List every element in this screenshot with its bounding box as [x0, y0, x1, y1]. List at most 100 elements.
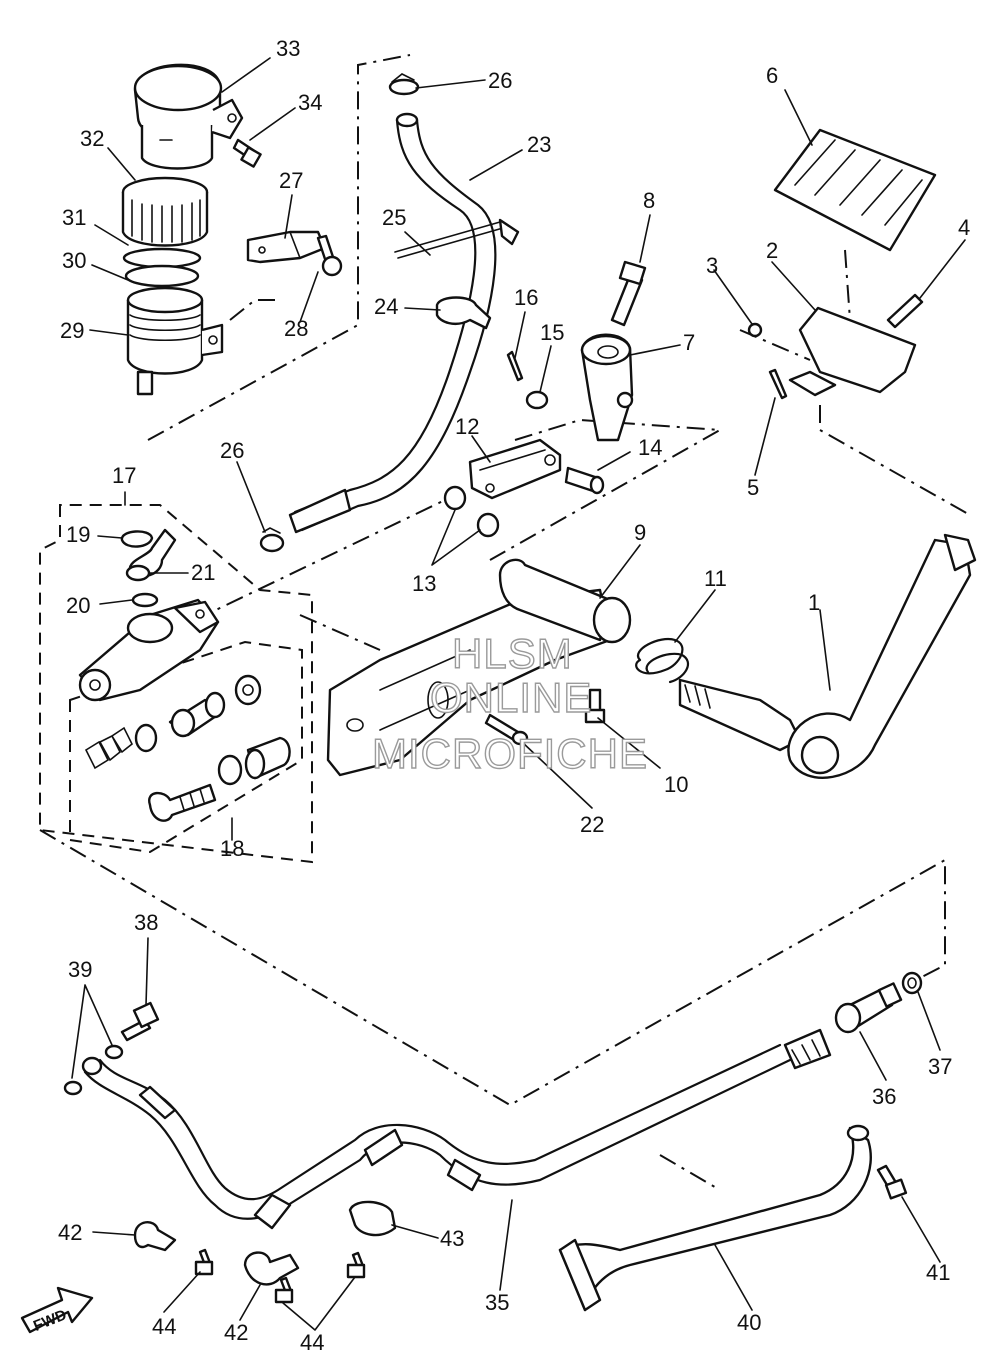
callouts: 1 2 3 4 5 6 7 8 9 10 11 12 13 14 15 16 1…	[58, 36, 970, 1355]
lever-7	[580, 333, 634, 442]
plate-30	[124, 264, 200, 288]
bolt-41	[876, 1164, 908, 1200]
bolt-10	[584, 688, 606, 724]
clevis-12	[468, 438, 562, 500]
callout: 11	[704, 566, 727, 591]
callout: 14	[638, 435, 662, 460]
bolt-44-b	[274, 1276, 294, 1304]
callout: 25	[382, 205, 406, 230]
callout: 33	[276, 36, 300, 61]
callout: 40	[737, 1310, 761, 1335]
nut-13-lower	[476, 512, 500, 538]
bolt-38	[120, 1001, 160, 1042]
callout: 19	[66, 522, 90, 547]
pin-4	[886, 293, 924, 329]
washer-39a	[104, 1044, 124, 1060]
callout: 23	[527, 132, 551, 157]
callout: 20	[66, 593, 90, 618]
cotter-pin-5	[768, 368, 788, 400]
callout: 8	[643, 188, 655, 213]
callout: 30	[62, 248, 86, 273]
washer-37	[901, 971, 923, 995]
clamp-42-right	[243, 1251, 300, 1286]
clamp-26-top	[388, 73, 420, 96]
reservoir-body	[126, 286, 224, 396]
reservoir-cap-32	[121, 176, 209, 247]
bracket-27	[246, 230, 327, 264]
callout: 15	[540, 320, 564, 345]
callout: 44	[152, 1314, 176, 1339]
callout: 24	[374, 294, 398, 319]
callout: 18	[220, 836, 244, 861]
tie-25	[394, 218, 520, 259]
reservoir-cap	[133, 63, 244, 170]
watermark: HLSM ONLINE MICROFICHE	[371, 629, 648, 777]
callout: 32	[80, 126, 104, 151]
callout: 36	[872, 1084, 896, 1109]
callout: 27	[279, 168, 303, 193]
callout: 42	[224, 1320, 248, 1345]
callout: 22	[580, 812, 604, 837]
cotter-pin-16	[506, 350, 524, 382]
clamp-42-left	[133, 1221, 177, 1252]
callout: 10	[664, 772, 688, 797]
callout: 6	[766, 63, 778, 88]
hose-guard-40	[558, 1124, 872, 1312]
nut-13-upper	[443, 485, 467, 511]
callout: 9	[634, 520, 646, 545]
watermark-line-3: MICROFICHE	[372, 730, 648, 777]
clamp-24	[435, 296, 492, 330]
washer-15	[525, 390, 549, 410]
callout: 42	[58, 1220, 82, 1245]
watermark-line-1: HLSM	[452, 630, 573, 677]
callout: 4	[958, 215, 970, 240]
clamp-26-bottom	[259, 527, 285, 553]
bolt-34	[232, 138, 262, 168]
bracket-9	[326, 558, 632, 777]
clamp-43	[348, 1200, 397, 1237]
pedal-pad-6	[773, 128, 937, 252]
callout: 43	[440, 1226, 464, 1251]
pedal-2	[788, 306, 917, 397]
callout: 7	[683, 330, 695, 355]
callout: 35	[485, 1290, 509, 1315]
callout: 26	[488, 68, 512, 93]
hose-joint-21	[125, 528, 177, 582]
callout: 31	[62, 205, 86, 230]
callout: 38	[134, 910, 158, 935]
bolt-22	[484, 713, 529, 746]
assembly-lines	[39, 54, 971, 1191]
callout: 21	[191, 560, 215, 585]
o-ring-20	[131, 592, 159, 608]
spring-11	[635, 637, 689, 684]
callout: 17	[112, 463, 136, 488]
callout: 12	[455, 414, 479, 439]
washer-3	[747, 322, 763, 338]
callout: 13	[412, 571, 436, 596]
piston-kit	[84, 674, 291, 822]
callout: 28	[284, 316, 308, 341]
callout: 2	[766, 238, 778, 263]
callout: 29	[60, 318, 84, 343]
brake-arm-1	[678, 533, 977, 779]
callout: 5	[747, 475, 759, 500]
callout: 39	[68, 957, 92, 982]
leader-lines	[71, 57, 966, 1331]
callout: 41	[926, 1260, 950, 1285]
watermark-line-2: ONLINE	[430, 674, 592, 721]
master-cylinder	[78, 598, 220, 702]
bolt-28	[316, 234, 343, 277]
forward-arrow-icon: FWD	[20, 1286, 94, 1335]
bolt-44-c	[346, 1251, 366, 1279]
callout: 3	[706, 253, 718, 278]
bolt-8	[610, 260, 647, 327]
brake-hose-35	[81, 1028, 832, 1230]
union-bolt-36	[834, 982, 903, 1034]
assembly-box-17	[39, 504, 313, 864]
diaphragm-31	[122, 247, 202, 269]
callout: 16	[514, 285, 538, 310]
assembly-box-18	[69, 640, 303, 854]
callout: 26	[220, 438, 244, 463]
bolt-44-a	[194, 1248, 214, 1276]
